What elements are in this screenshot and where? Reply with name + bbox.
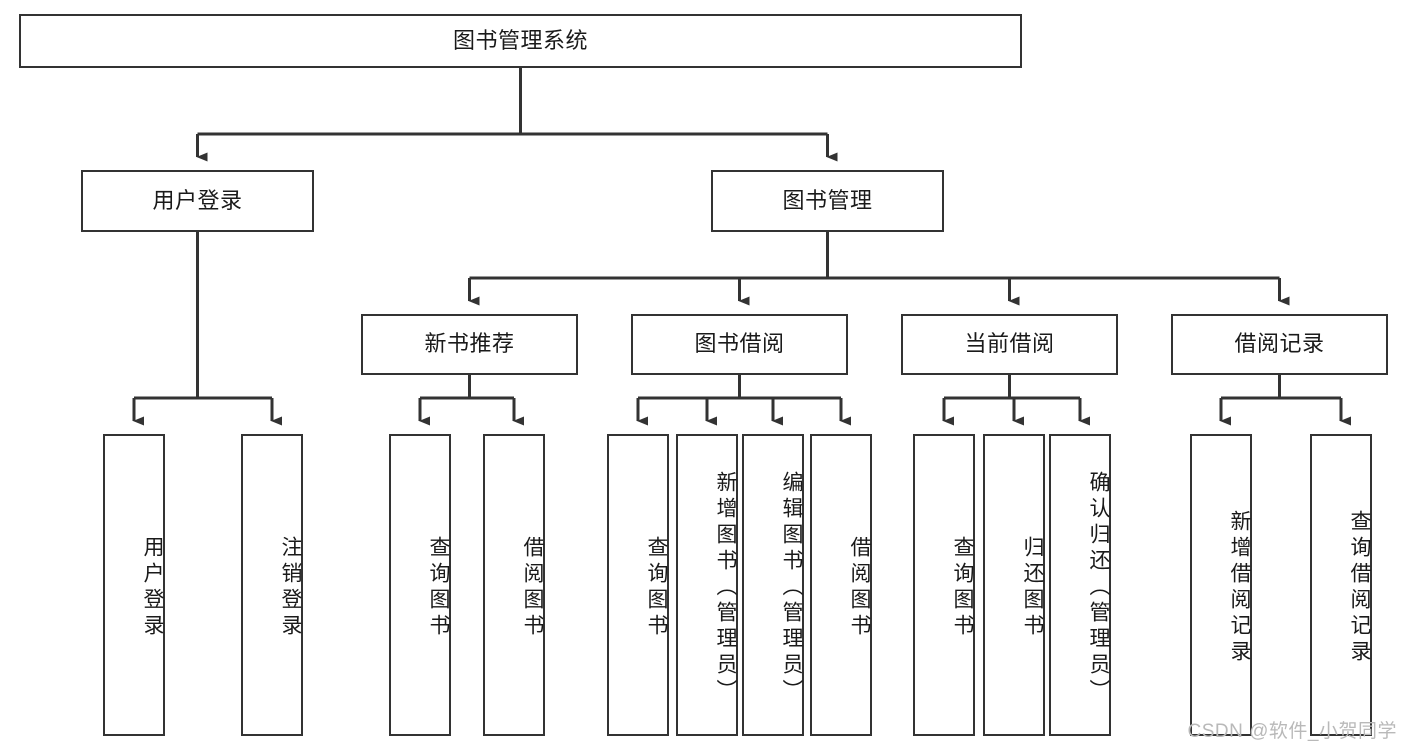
node-user-login[interactable]: 用户登录 [81,170,314,232]
leaf-user-login[interactable]: 用户登录 [103,434,165,736]
leaf-current-query-book[interactable]: 查询图书 [913,434,975,736]
leaf-current-return-book[interactable]: 归还图书 [983,434,1045,736]
leaf-new-borrow-book[interactable]: 借阅图书 [483,434,545,736]
node-root-book-management-system[interactable]: 图书管理系统 [19,14,1022,68]
leaf-borrow-add-book-admin[interactable]: 新增图书（管理员） [676,434,738,736]
node-book-management[interactable]: 图书管理 [711,170,944,232]
leaf-record-query-borrow-record[interactable]: 查询借阅记录 [1310,434,1372,736]
node-book-borrowing[interactable]: 图书借阅 [631,314,848,375]
leaf-user-logout[interactable]: 注销登录 [241,434,303,736]
leaf-borrow-edit-book-admin[interactable]: 编辑图书（管理员） [742,434,804,736]
node-borrow-record[interactable]: 借阅记录 [1171,314,1388,375]
watermark-text: CSDN @软件_小贺同学 [1187,721,1397,742]
leaf-borrow-query-book[interactable]: 查询图书 [607,434,669,736]
leaf-borrow-borrow-book[interactable]: 借阅图书 [810,434,872,736]
leaf-current-confirm-return-admin[interactable]: 确认归还（管理员） [1049,434,1111,736]
leaf-new-query-book[interactable]: 查询图书 [389,434,451,736]
node-current-borrowing[interactable]: 当前借阅 [901,314,1118,375]
node-new-book-recommendation[interactable]: 新书推荐 [361,314,578,375]
leaf-record-add-borrow-record[interactable]: 新增借阅记录 [1190,434,1252,736]
